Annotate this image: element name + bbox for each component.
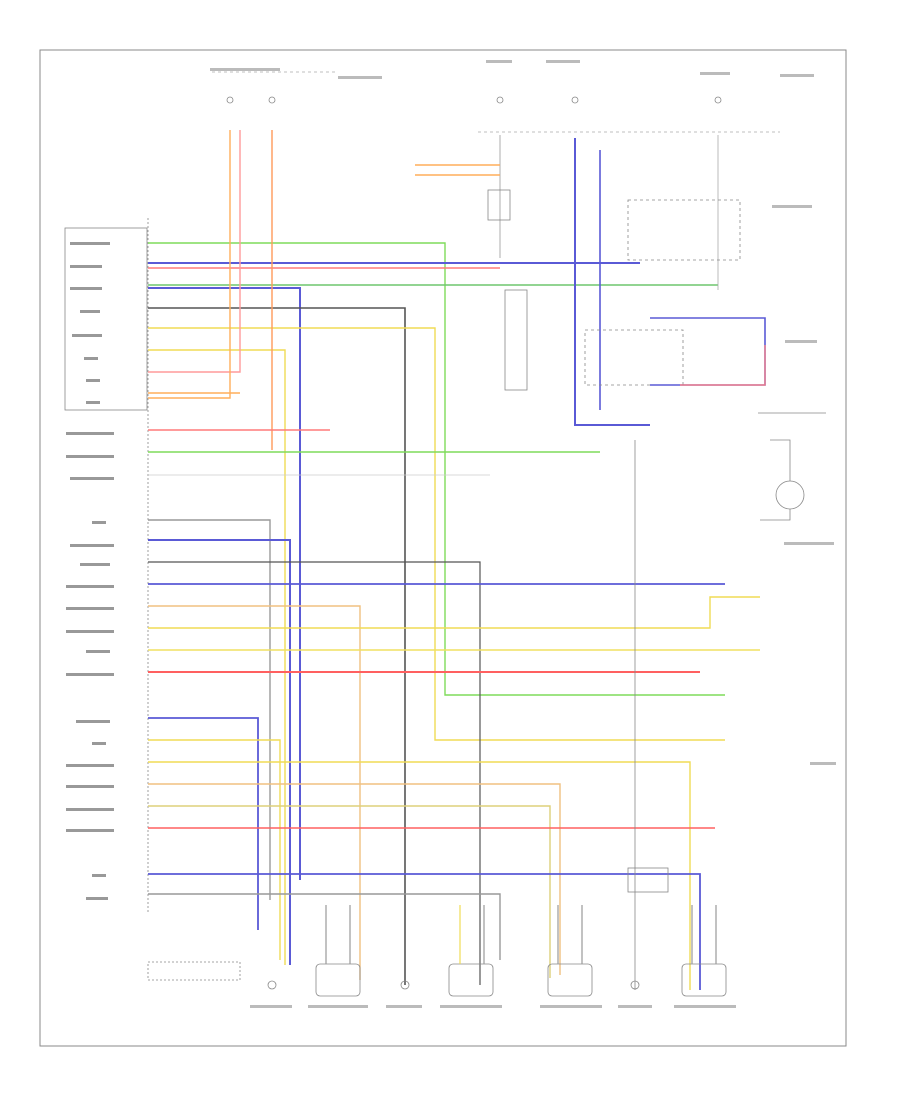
- diagram-frame: [39, 49, 847, 1047]
- control-module-box: [64, 227, 148, 411]
- bottom-connector-wires: [325, 905, 717, 964]
- fuse-switches: [226, 96, 722, 391]
- wires-fuse-panel: [148, 130, 719, 450]
- bottom-components: [147, 961, 727, 997]
- module-pin-labels-lower: [66, 432, 114, 900]
- wires-upper: [148, 130, 725, 985]
- wires-middle: [148, 429, 760, 985]
- right-components: [584, 199, 826, 990]
- wires-lower: [148, 717, 715, 990]
- component-labels: [210, 60, 836, 1008]
- module-pin-labels-upper: [70, 242, 110, 404]
